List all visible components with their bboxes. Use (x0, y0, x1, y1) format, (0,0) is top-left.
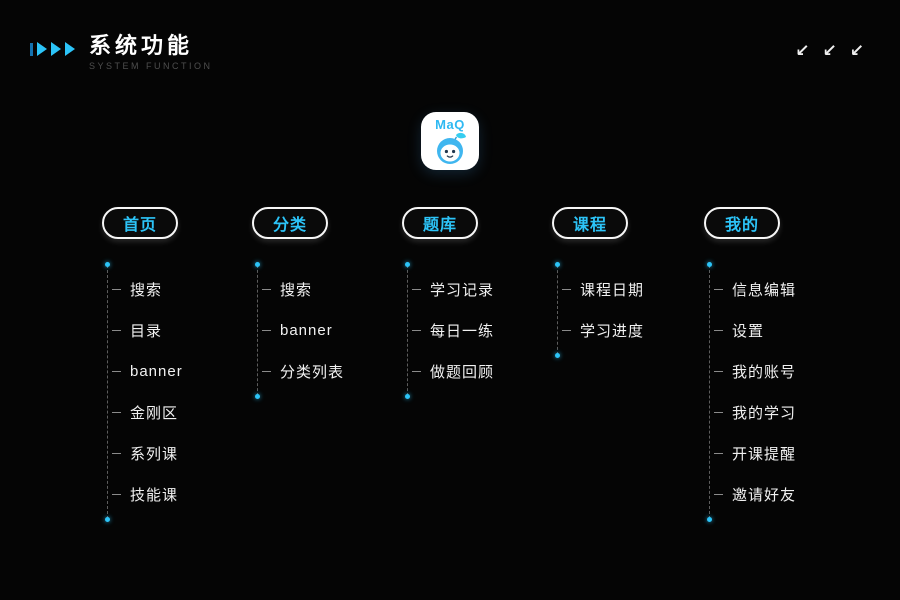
app-icon: MaQ (421, 112, 479, 170)
tab-home-label: 首页 (122, 217, 157, 234)
column-home: 首页 搜索 目录 banner 金刚区 系列课 技能课 (100, 207, 260, 522)
tab-mine-label: 我的 (724, 217, 759, 234)
list-item: 我的账号 (710, 351, 862, 392)
title-block: 系统功能 SYSTEM FUNCTION (89, 33, 213, 72)
list-item: 做题回顾 (408, 351, 560, 392)
app-name: MaQ (435, 117, 465, 132)
list-item: 每日一练 (408, 310, 560, 351)
feature-list-mine: 信息编辑 设置 我的账号 我的学习 开课提醒 邀请好友 (707, 262, 862, 522)
feature-list-category: 搜索 banner 分类列表 (255, 262, 410, 399)
list-item: 目录 (108, 310, 260, 351)
arrow-down-left-icon: ↙ (849, 41, 864, 60)
feature-list-question-bank: 学习记录 每日一练 做题回顾 (405, 262, 560, 399)
list-item: 邀请好友 (710, 474, 862, 515)
list-item: 开课提醒 (710, 433, 862, 474)
list-item: banner (108, 351, 260, 392)
corner-arrows: ↙ ↙ ↙ (795, 42, 864, 59)
tab-home: 首页 (102, 207, 178, 239)
arrow-down-left-icon: ↙ (822, 41, 837, 60)
page-title: 系统功能 (89, 33, 194, 58)
tab-category-label: 分类 (272, 217, 307, 234)
page-subtitle: SYSTEM FUNCTION (89, 61, 213, 72)
tab-course-label: 课程 (572, 217, 607, 234)
tab-mine: 我的 (704, 207, 780, 239)
list-item: 我的学习 (710, 392, 862, 433)
list-item: 设置 (710, 310, 862, 351)
tab-question-bank: 题库 (402, 207, 478, 239)
tab-course: 课程 (552, 207, 628, 239)
list-item: 学习进度 (558, 310, 710, 351)
list-item: 系列课 (108, 433, 260, 474)
tab-category: 分类 (252, 207, 328, 239)
list-item: 课程日期 (558, 269, 710, 310)
list-item: banner (258, 310, 410, 351)
tab-question-bank-label: 题库 (422, 217, 457, 234)
list-item: 搜索 (108, 269, 260, 310)
feature-list-course: 课程日期 学习进度 (555, 262, 710, 358)
column-mine: 我的 信息编辑 设置 我的账号 我的学习 开课提醒 邀请好友 (702, 207, 862, 522)
arrow-down-left-icon: ↙ (795, 41, 810, 60)
list-item: 学习记录 (408, 269, 560, 310)
list-item: 技能课 (108, 474, 260, 515)
robot-mascot-icon (437, 132, 466, 164)
list-item: 搜索 (258, 269, 410, 310)
feature-list-home: 搜索 目录 banner 金刚区 系列课 技能课 (105, 262, 260, 522)
header: 系统功能 SYSTEM FUNCTION (30, 33, 213, 72)
list-item: 分类列表 (258, 351, 410, 392)
column-course: 课程 课程日期 学习进度 (550, 207, 710, 358)
column-question-bank: 题库 学习记录 每日一练 做题回顾 (400, 207, 560, 399)
list-item: 金刚区 (108, 392, 260, 433)
triple-chevron-icon (30, 42, 75, 56)
column-category: 分类 搜索 banner 分类列表 (250, 207, 410, 399)
list-item: 信息编辑 (710, 269, 862, 310)
